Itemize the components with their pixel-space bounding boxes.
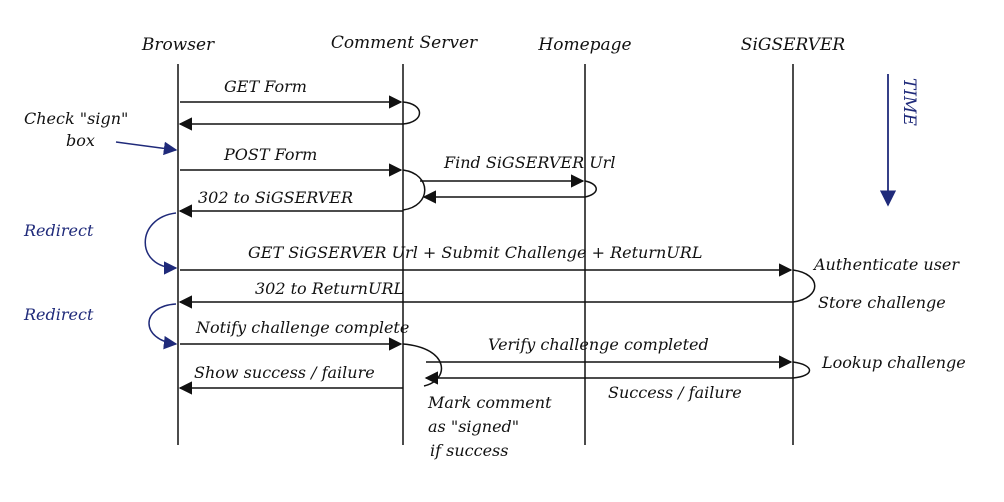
redirect-curve-1	[144, 212, 178, 275]
loop-sigserver-1	[792, 269, 816, 303]
arrow-check-sign	[115, 141, 178, 156]
loop-homepage	[584, 180, 597, 198]
note-check-sign-line2: box	[66, 131, 95, 150]
redirect-curve-2	[148, 303, 178, 350]
message-302-sigserver: 302 to SiGSERVER	[198, 188, 353, 207]
message-show-result: Show success / failure	[194, 363, 375, 382]
note-redirect-1: Redirect	[23, 221, 94, 240]
actor-comment-server: Comment Server	[331, 33, 478, 53]
note-mark-comment-line2: as "signed"	[428, 417, 519, 436]
message-notify: Notify challenge complete	[195, 318, 409, 337]
note-redirect-2: Redirect	[23, 305, 94, 324]
note-mark-comment-line1: Mark comment	[427, 393, 552, 412]
message-verify: Verify challenge completed	[488, 335, 709, 354]
note-store-challenge: Store challenge	[818, 293, 946, 312]
note-mark-comment-line3: if success	[430, 441, 508, 460]
loop-sigserver-2	[792, 361, 811, 379]
message-success-failure: Success / failure	[608, 383, 742, 402]
message-get-sigserver: GET SiGSERVER Url + Submit Challenge + R…	[248, 243, 702, 262]
actor-browser: Browser	[141, 35, 215, 55]
time-label: TIME	[899, 78, 919, 126]
loop-comment-server-1	[402, 101, 421, 125]
note-lookup-challenge: Lookup challenge	[821, 353, 966, 372]
actor-homepage: Homepage	[537, 35, 631, 55]
message-302-returnurl: 302 to ReturnURL	[255, 279, 404, 298]
note-check-sign-line1: Check "sign"	[24, 109, 128, 128]
loop-comment-server-2	[402, 169, 426, 211]
note-authenticate: Authenticate user	[812, 255, 960, 274]
message-post-form: POST Form	[223, 145, 317, 164]
actor-sigserver: SiGSERVER	[741, 35, 846, 55]
message-get-form: GET Form	[224, 77, 307, 96]
loop-comment-server-3	[402, 343, 443, 387]
message-find-url: Find SiGSERVER Url	[443, 153, 615, 172]
